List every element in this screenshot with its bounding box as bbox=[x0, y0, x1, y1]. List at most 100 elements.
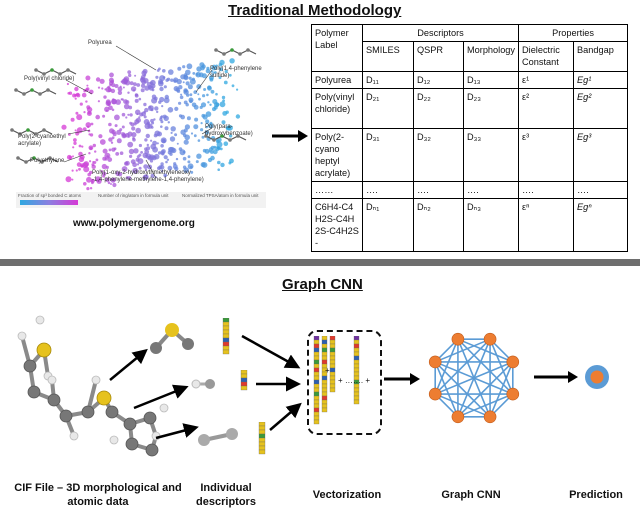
scatter-point bbox=[133, 89, 136, 92]
scatter-point bbox=[203, 88, 207, 91]
vector-segment bbox=[353, 336, 360, 341]
bar-segment bbox=[222, 333, 230, 339]
graph-node bbox=[506, 355, 520, 369]
descriptor-bar-2 bbox=[240, 369, 248, 397]
scatter-point bbox=[127, 91, 130, 94]
scatter-plot bbox=[10, 45, 257, 191]
scatter-point bbox=[187, 155, 191, 159]
scatter-point bbox=[221, 120, 226, 125]
scatter-point bbox=[86, 176, 92, 183]
scatter-point bbox=[114, 84, 119, 88]
scatter-point bbox=[154, 106, 159, 111]
scatter-point bbox=[88, 133, 91, 136]
scatter-point bbox=[131, 126, 136, 131]
vector-segment bbox=[313, 351, 320, 357]
molecule-atom bbox=[236, 134, 240, 138]
molecule-atom bbox=[214, 48, 218, 52]
scatter-point bbox=[119, 85, 122, 88]
scatter-point bbox=[136, 163, 140, 166]
scatter-point bbox=[212, 149, 218, 155]
vector-segment bbox=[321, 391, 328, 397]
scatter-point bbox=[134, 93, 138, 97]
table-cell: D₂₃ bbox=[462, 88, 520, 129]
graph-node bbox=[483, 332, 497, 346]
scatter-point bbox=[188, 97, 194, 103]
scatter-point bbox=[65, 176, 72, 183]
scatter-point bbox=[74, 86, 79, 92]
polymer-genome-scatter bbox=[6, 30, 266, 210]
scatter-point bbox=[199, 105, 203, 109]
vector-segment bbox=[353, 355, 360, 361]
vector-plus: + bbox=[325, 366, 330, 375]
arrow-to-table bbox=[272, 130, 308, 142]
callout-line bbox=[67, 129, 91, 135]
graph-edge bbox=[457, 361, 514, 418]
scatter-point bbox=[147, 85, 152, 89]
table-cell: ε³ bbox=[518, 128, 575, 182]
vector-segment bbox=[321, 359, 328, 365]
scatter-point bbox=[222, 99, 226, 103]
scatter-point bbox=[106, 101, 111, 106]
molecule-atom bbox=[228, 138, 232, 142]
callout-line bbox=[201, 127, 213, 135]
scatter-point bbox=[91, 164, 96, 169]
scatter-point bbox=[72, 155, 74, 158]
scatter-point bbox=[73, 141, 77, 145]
bar-segment bbox=[222, 321, 230, 327]
scatter-point bbox=[95, 77, 101, 82]
vector-segment bbox=[321, 395, 328, 401]
molecule-atom bbox=[30, 88, 34, 92]
molecule-atom bbox=[58, 72, 62, 76]
scatter-point bbox=[177, 66, 182, 71]
graph-node bbox=[428, 387, 442, 401]
th-polymer-label: Polymer Label bbox=[311, 24, 363, 72]
vector-segment bbox=[313, 379, 320, 385]
scatter-point bbox=[76, 93, 81, 98]
molecule-atom bbox=[34, 68, 38, 72]
scatter-point bbox=[89, 187, 93, 190]
scatter-point bbox=[141, 111, 147, 117]
scatter-point bbox=[144, 149, 150, 155]
scatter-point bbox=[211, 64, 218, 71]
vector-segment bbox=[313, 395, 320, 401]
table-cell: εⁿ bbox=[518, 198, 575, 252]
scatter-point bbox=[144, 138, 148, 142]
scatter-point bbox=[235, 114, 241, 119]
callout-line bbox=[65, 79, 93, 95]
th-smiles: SMILES bbox=[362, 41, 414, 72]
molecule-atom bbox=[34, 132, 38, 136]
scatter-point bbox=[82, 162, 89, 169]
scatter-point bbox=[100, 170, 103, 173]
scatter-point bbox=[88, 145, 94, 151]
scatter-point bbox=[218, 76, 222, 80]
vector-segment bbox=[313, 415, 320, 421]
vector-segment bbox=[313, 371, 320, 377]
scatter-point bbox=[170, 78, 174, 82]
scatter-point bbox=[158, 100, 162, 104]
scatter-point bbox=[178, 101, 182, 105]
scatter-point bbox=[112, 182, 117, 188]
scatter-point bbox=[197, 93, 200, 96]
caption-vectorization: Vectorization bbox=[312, 489, 382, 501]
vector-segment bbox=[321, 343, 328, 349]
table-cell: D₃₃ bbox=[462, 128, 520, 182]
scatter-point bbox=[151, 121, 155, 125]
scatter-point bbox=[140, 83, 146, 88]
scatter-point bbox=[182, 133, 187, 138]
bar-segment bbox=[222, 341, 230, 347]
scatter-point bbox=[120, 98, 123, 101]
table-cell: …. bbox=[413, 181, 464, 199]
vector-segment bbox=[321, 351, 328, 357]
fragment-carbon bbox=[198, 428, 238, 446]
scatter-point bbox=[67, 92, 70, 95]
scatter-point bbox=[83, 111, 86, 114]
graph-node bbox=[483, 410, 497, 424]
scatter-point bbox=[170, 131, 173, 134]
scatter-point bbox=[159, 164, 165, 170]
table-cell: …. bbox=[362, 181, 414, 199]
scatter-point bbox=[219, 147, 223, 151]
scatter-point bbox=[174, 166, 179, 171]
scatter-point bbox=[122, 77, 128, 84]
vector-segment bbox=[313, 363, 320, 369]
graph-cnn-network bbox=[428, 332, 520, 424]
